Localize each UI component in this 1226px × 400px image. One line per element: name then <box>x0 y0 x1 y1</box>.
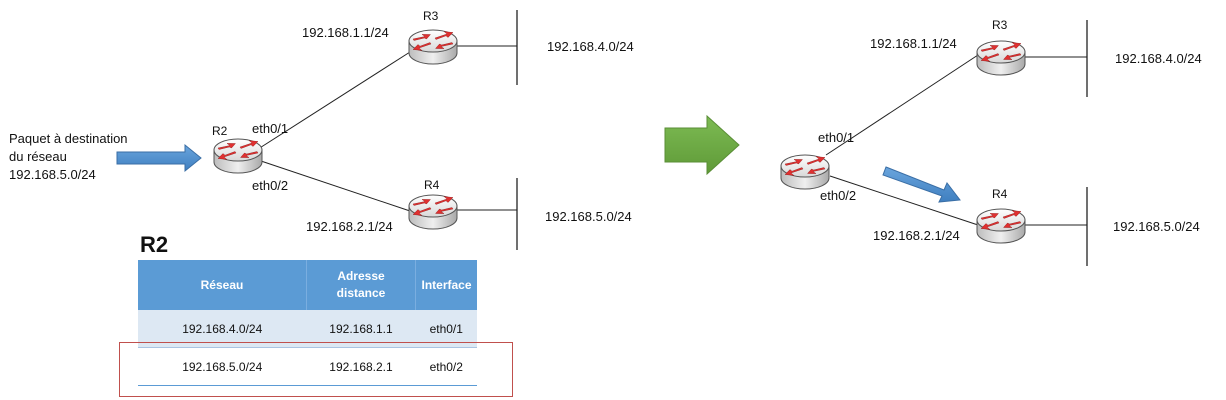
cell-interface: eth0/1 <box>415 310 477 348</box>
right-arrow-icon <box>882 166 961 203</box>
right-arrow-icon <box>116 143 202 173</box>
packet-text-line2: du réseau <box>9 149 67 164</box>
link-r2-r4 <box>257 159 411 212</box>
header-network: Réseau <box>138 260 307 310</box>
header-remote-line2: distance <box>336 286 386 300</box>
right-r4-name-label: R4 <box>992 187 1008 201</box>
r2-eth02-label: eth0/2 <box>252 178 288 193</box>
cell-interface: eth0/2 <box>415 347 477 386</box>
center-eth01-label: eth0/1 <box>818 130 854 145</box>
r4-ip-label: 192.168.2.1/24 <box>306 219 393 234</box>
r4-network-label: 192.168.5.0/24 <box>545 209 632 224</box>
r3-ip-label: 192.168.1.1/24 <box>302 25 389 40</box>
packet-text-line1: Paquet à destination <box>9 131 128 146</box>
green-arrow-icon <box>664 114 740 176</box>
right-r4-ip-label: 192.168.2.1/24 <box>873 228 960 243</box>
packet-text-line3: 192.168.5.0/24 <box>9 167 96 182</box>
table-title: R2 <box>140 232 168 257</box>
r2-eth01-label: eth0/1 <box>252 121 288 136</box>
header-remote-line1: Adresse <box>337 269 385 283</box>
table-row: 192.168.5.0/24 192.168.2.1 eth0/2 <box>138 347 477 386</box>
router-icon <box>408 194 458 230</box>
center-eth02-label: eth0/2 <box>820 188 856 203</box>
right-r3-network-label: 192.168.4.0/24 <box>1115 51 1202 66</box>
router-icon <box>976 208 1026 244</box>
right-r3-name-label: R3 <box>992 18 1008 32</box>
r3-network-label: 192.168.4.0/24 <box>547 39 634 54</box>
table-header-row: Réseau Adresse distance Interface <box>138 260 477 310</box>
r2-name-label: R2 <box>212 124 228 138</box>
right-r3-ip-label: 192.168.1.1/24 <box>870 36 957 51</box>
cell-network: 192.168.4.0/24 <box>138 310 307 348</box>
left-network-diagram: Paquet à destination du réseau 192.168.5… <box>9 9 634 257</box>
cell-remote: 192.168.1.1 <box>306 310 416 348</box>
r4-name-label: R4 <box>424 178 440 192</box>
cell-remote: 192.168.2.1 <box>306 347 416 386</box>
cell-network: 192.168.5.0/24 <box>138 347 307 386</box>
header-remote-address: Adresse distance <box>306 260 416 310</box>
routing-table: Réseau Adresse distance Interface 192.16… <box>138 260 477 386</box>
right-r4-network-label: 192.168.5.0/24 <box>1113 219 1200 234</box>
router-icon <box>976 40 1026 76</box>
link-center-r4 <box>829 175 979 226</box>
right-network-diagram: eth0/1 eth0/2 R3 192.168.1.1/24 192.168.… <box>780 18 1202 266</box>
header-interface: Interface <box>415 260 477 310</box>
router-icon <box>213 138 263 174</box>
router-icon <box>408 29 458 65</box>
link-center-r3 <box>825 54 979 156</box>
r3-name-label: R3 <box>423 9 439 23</box>
router-icon <box>780 154 830 190</box>
link-r2-r3 <box>254 51 411 152</box>
table-row: 192.168.4.0/24 192.168.1.1 eth0/1 <box>138 310 477 348</box>
